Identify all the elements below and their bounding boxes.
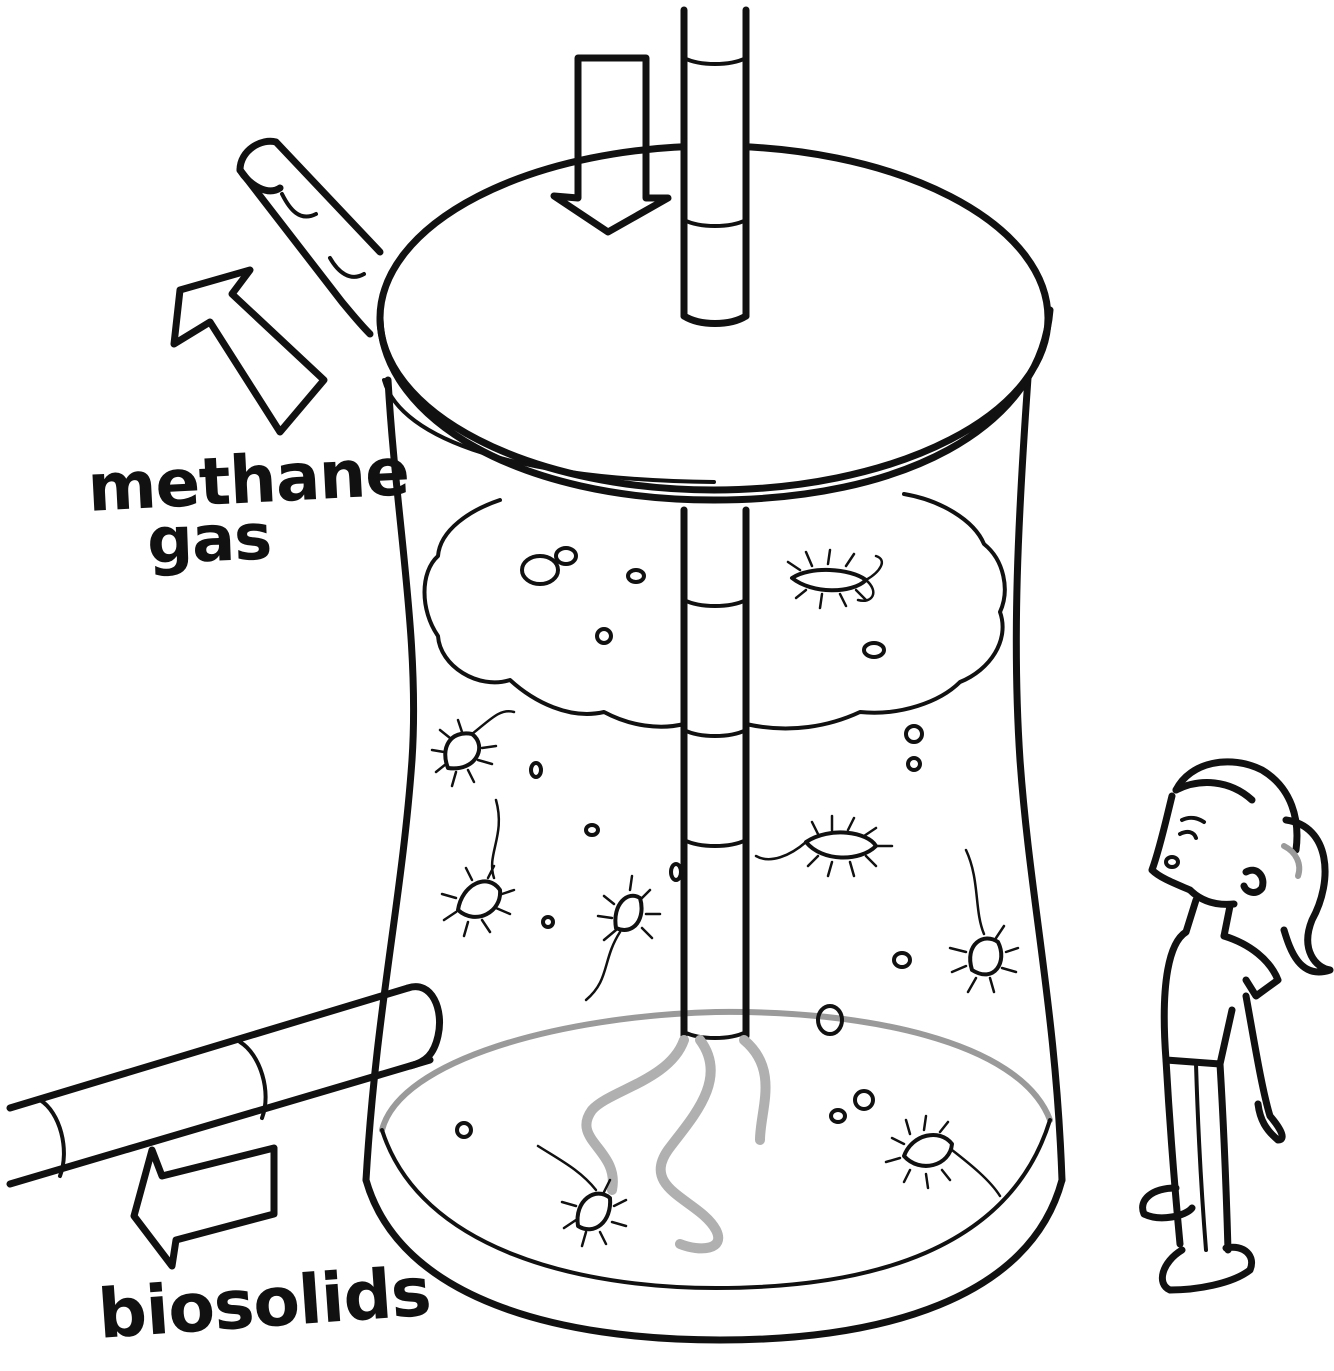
microbe bbox=[886, 1116, 1000, 1196]
microbe bbox=[586, 876, 660, 1000]
microbe bbox=[788, 550, 882, 608]
microbes bbox=[432, 550, 1018, 1246]
sludge-swirl bbox=[586, 1040, 765, 1248]
microbe bbox=[432, 711, 514, 786]
methane-gas-label-line2: gas bbox=[146, 506, 272, 574]
microbe bbox=[950, 850, 1018, 992]
girl-observer bbox=[1143, 762, 1330, 1290]
microbe bbox=[442, 800, 514, 936]
methane-pipe bbox=[240, 141, 380, 334]
digester-tank bbox=[366, 378, 1062, 1340]
inlet-pipe bbox=[682, 0, 746, 1038]
microbe bbox=[756, 816, 892, 876]
biosolids-arrow bbox=[134, 1148, 274, 1266]
methane-arrow bbox=[174, 270, 324, 432]
gas-cloud bbox=[425, 494, 1005, 728]
